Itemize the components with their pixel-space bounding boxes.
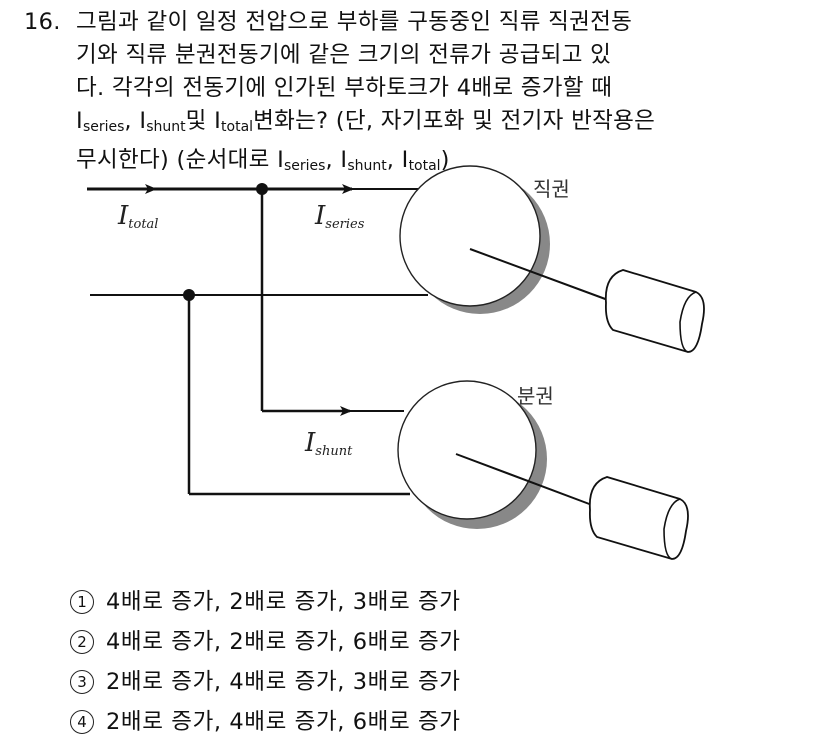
symbol-i-shunt: I — [340, 147, 348, 173]
choice-text-3: 2배로 증가, 4배로 증가, 3배로 증가 — [106, 669, 461, 695]
question-line-1: 그림과 같이 일정 전압으로 부하를 구동중인 직류 직권전동 — [76, 9, 633, 35]
symbol-i-series: I — [277, 147, 284, 173]
subscript-total: total — [408, 158, 441, 174]
conjunction: 및 — [185, 108, 215, 134]
label-series-motor: 직권 — [533, 177, 570, 201]
question-line-5: 무시한다) (순서대로 Iseries, Ishunt, Itotal) — [76, 144, 814, 183]
return-line — [90, 294, 428, 496]
subscript-total: total — [221, 119, 254, 135]
series-motor — [399, 165, 705, 353]
question-line-3: 다. 각각의 전동기에 인가된 부하토크가 4배로 증가할 때 — [76, 75, 613, 101]
subscript-series: series — [82, 119, 125, 135]
subscript-series: series — [284, 158, 326, 174]
junction-dot-bottom — [183, 289, 195, 301]
question-line-4-tail: 변화는? (단, 자기포화 및 전기자 반작용은 — [253, 108, 656, 134]
question-text: 그림과 같이 일정 전압으로 부하를 구동중인 직류 직권전동 기와 직류 분권… — [76, 6, 814, 183]
answer-choices: 1 4배로 증가, 2배로 증가, 3배로 증가 2 4배로 증가, 2배로 증… — [70, 582, 461, 742]
shunt-motor — [397, 380, 689, 560]
symbol-i-total: I — [214, 108, 222, 134]
choice-marker-2: 2 — [70, 630, 94, 654]
choice-1[interactable]: 1 4배로 증가, 2배로 증가, 3배로 증가 — [70, 582, 461, 622]
choice-text-4: 2배로 증가, 4배로 증가, 6배로 증가 — [106, 709, 461, 735]
separator: , — [124, 108, 140, 134]
separator: , — [386, 147, 402, 173]
shunt-load-cylinder — [588, 476, 689, 560]
choice-marker-3: 3 — [70, 670, 94, 694]
subscript-shunt: shunt — [347, 158, 387, 174]
question-line-5-head: 무시한다) (순서대로 — [76, 147, 278, 173]
choice-3[interactable]: 3 2배로 증가, 4배로 증가, 3배로 증가 — [70, 662, 461, 702]
choice-text-1: 4배로 증가, 2배로 증가, 3배로 증가 — [106, 589, 461, 615]
question-line-2: 기와 직류 분권전동기에 같은 크기의 전류가 공급되고 있 — [76, 42, 612, 68]
choice-marker-1: 1 — [70, 590, 94, 614]
choice-text-2: 4배로 증가, 2배로 증가, 6배로 증가 — [106, 629, 461, 655]
symbol-i-total: I — [401, 147, 409, 173]
choice-marker-4: 4 — [70, 710, 94, 734]
question-number: 16. — [24, 9, 61, 35]
label-shunt-motor: 분권 — [517, 384, 554, 408]
question-line-4: Iseries, Ishunt및 Itotal변화는? (단, 자기포화 및 전… — [76, 105, 814, 144]
symbol-i-series: I — [76, 108, 83, 134]
series-load-cylinder — [604, 269, 705, 353]
choice-4[interactable]: 4 2배로 증가, 4배로 증가, 6배로 증가 — [70, 702, 461, 742]
label-i-total: Itotal — [117, 201, 158, 232]
label-i-shunt: Ishunt — [304, 428, 353, 459]
symbol-i-shunt: I — [139, 108, 147, 134]
choice-2[interactable]: 2 4배로 증가, 2배로 증가, 6배로 증가 — [70, 622, 461, 662]
question-line-5-tail: ) — [440, 147, 450, 173]
question-block: 16. 그림과 같이 일정 전압으로 부하를 구동중인 직류 직권전동 기와 직… — [24, 6, 814, 183]
subscript-shunt: shunt — [146, 119, 186, 135]
shunt-feed-wire — [260, 189, 404, 416]
label-i-series: Iseries — [314, 201, 365, 232]
separator: , — [325, 147, 341, 173]
